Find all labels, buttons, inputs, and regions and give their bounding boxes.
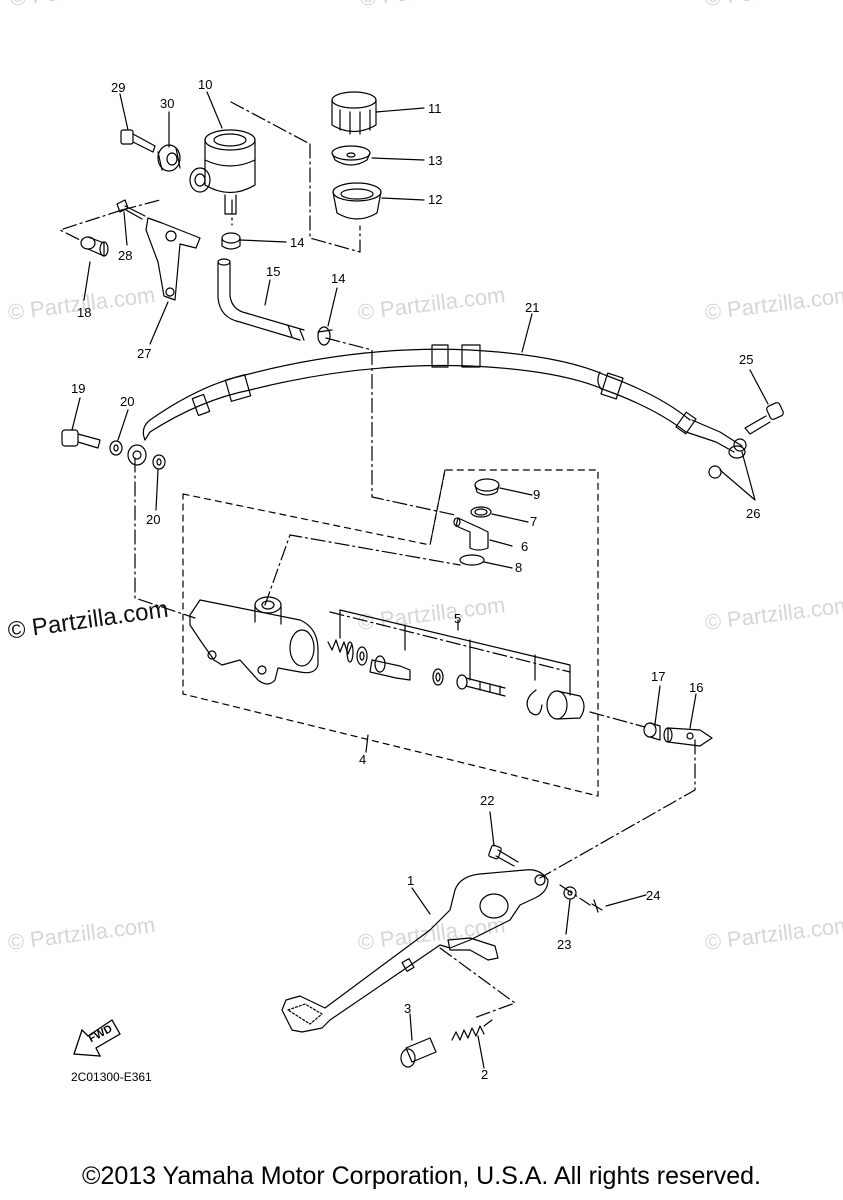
callout-30[interactable]: 30 <box>160 96 175 111</box>
part-spring <box>327 639 354 663</box>
part-20-washer-lower <box>152 454 166 470</box>
part-circlip <box>526 689 543 716</box>
assembly-4-outline <box>182 469 599 797</box>
part-seal <box>432 668 444 686</box>
callout-9[interactable]: 9 <box>533 487 541 502</box>
part-19-banjo-bolt <box>61 429 101 449</box>
part-24-cotter-pin <box>591 899 603 913</box>
callout-22[interactable]: 22 <box>480 793 495 808</box>
banjo-fitting <box>127 444 147 466</box>
part-3-sleeve <box>400 1037 437 1068</box>
callout-7[interactable]: 7 <box>530 514 538 529</box>
part-30-grommet <box>157 144 181 172</box>
part-14-clip-upper <box>221 232 241 250</box>
callout-13[interactable]: 13 <box>428 153 443 168</box>
callout-4[interactable]: 4 <box>359 752 367 767</box>
part-10-reservoir <box>189 129 256 215</box>
copyright-notice: ©2013 Yamaha Motor Corporation, U.S.A. A… <box>82 1162 761 1190</box>
part-22-bolt <box>488 844 519 867</box>
part-14-clip-lower <box>317 326 333 346</box>
callout-21[interactable]: 21 <box>525 300 540 315</box>
part-16-clevis <box>663 727 713 747</box>
callout-29[interactable]: 29 <box>111 80 126 95</box>
callout-20[interactable]: 20 <box>120 394 135 409</box>
part-15-hose <box>217 258 305 341</box>
callout-8[interactable]: 8 <box>515 560 523 575</box>
part-25-bolt <box>744 402 784 435</box>
callout-19[interactable]: 19 <box>71 381 86 396</box>
part-2-spring <box>451 1019 493 1041</box>
part-6-joint <box>453 517 489 551</box>
callout-27[interactable]: 27 <box>137 346 152 361</box>
callout-15[interactable]: 15 <box>266 264 281 279</box>
part-18-collar <box>80 236 109 257</box>
callout-1[interactable]: 1 <box>407 873 415 888</box>
part-5-bracket <box>339 609 571 696</box>
part-26-washer-lower <box>708 465 722 479</box>
part-push-rod <box>456 674 506 697</box>
callout-23[interactable]: 23 <box>557 937 572 952</box>
callout-14[interactable]: 14 <box>331 271 346 286</box>
part-27-bracket <box>145 217 201 301</box>
callout-26[interactable]: 26 <box>746 506 761 521</box>
part-1-brake-pedal <box>281 869 549 1033</box>
assembly-inner-outline <box>429 469 446 546</box>
part-26-washer-upper <box>733 438 747 452</box>
part-cup <box>356 646 368 666</box>
callout-2[interactable]: 2 <box>481 1067 489 1082</box>
part-7-clip <box>470 506 492 518</box>
callout-5[interactable]: 5 <box>454 611 462 626</box>
part-11-cap <box>331 91 377 135</box>
part-21-brake-hose <box>142 344 746 459</box>
part-29-bolt <box>120 129 156 153</box>
callout-18[interactable]: 18 <box>77 305 92 320</box>
part-8-o-ring <box>459 554 485 566</box>
callout-28[interactable]: 28 <box>118 248 133 263</box>
part-28-screw <box>116 199 146 220</box>
callout-3[interactable]: 3 <box>404 1001 412 1016</box>
part-23-washer <box>563 886 577 900</box>
callout-20[interactable]: 20 <box>146 512 161 527</box>
part-12-diaphragm <box>332 182 382 220</box>
callout-25[interactable]: 25 <box>739 352 754 367</box>
part-17-nut <box>643 722 661 741</box>
callout-17[interactable]: 17 <box>651 669 666 684</box>
callout-24[interactable]: 24 <box>646 888 661 903</box>
part-9-cap <box>474 478 500 496</box>
part-boot <box>546 690 585 720</box>
callout-10[interactable]: 10 <box>198 77 213 92</box>
callout-16[interactable]: 16 <box>689 680 704 695</box>
callout-6[interactable]: 6 <box>521 539 529 554</box>
part-13-plate <box>331 145 371 166</box>
callout-14[interactable]: 14 <box>290 235 305 250</box>
callout-11[interactable]: 11 <box>428 101 442 116</box>
master-cylinder-body <box>189 596 319 685</box>
fwd-arrow <box>73 1019 121 1057</box>
diagram-code: 2C01300-E361 <box>71 1070 152 1084</box>
cap-group-bracket <box>230 101 361 253</box>
part-piston <box>369 655 411 681</box>
callout-12[interactable]: 12 <box>428 192 443 207</box>
part-20-washer-upper <box>109 440 123 456</box>
